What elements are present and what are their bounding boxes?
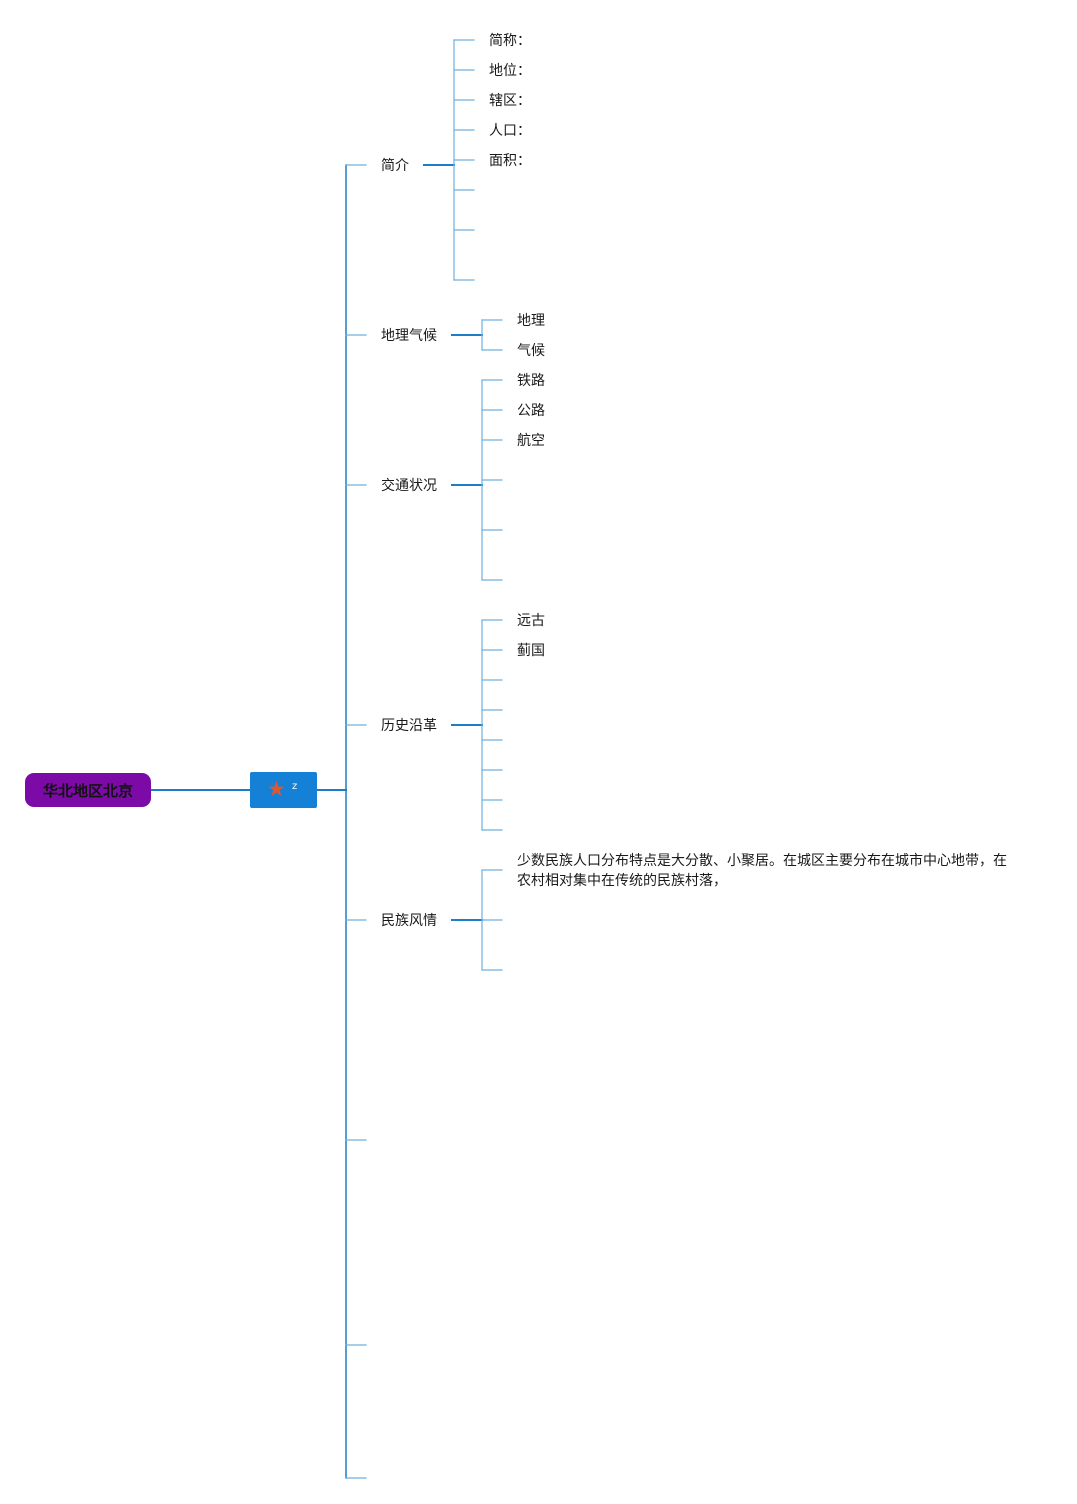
root-node[interactable]: 华北地区北京 <box>25 773 151 807</box>
star-icon: ★ <box>267 777 286 801</box>
ethnic-description[interactable]: 少数民族人口分布特点是大分散、小聚居。在城区主要分布在城市中心地带，在农村相对集… <box>517 853 1007 889</box>
traffic-item-aviation[interactable]: 航空 <box>517 433 545 449</box>
branch-intro[interactable]: 简介 <box>381 158 409 174</box>
geo-item-climate[interactable]: 气候 <box>517 343 545 359</box>
traffic-item-highway[interactable]: 公路 <box>517 403 545 419</box>
intro-item-area[interactable]: 面积： <box>489 153 531 169</box>
hub-node[interactable]: ★ z <box>250 772 317 808</box>
history-item-ji-state[interactable]: 蓟国 <box>517 643 545 659</box>
branch-ethnic[interactable]: 民族风情 <box>381 913 437 929</box>
intro-item-status[interactable]: 地位： <box>489 63 531 79</box>
root-node-label: 华北地区北京 <box>42 781 133 800</box>
branch-history[interactable]: 历史沿革 <box>381 718 437 734</box>
intro-item-population[interactable]: 人口： <box>489 123 531 139</box>
branch-traffic[interactable]: 交通状况 <box>381 478 437 494</box>
intro-item-abbr[interactable]: 简称： <box>489 33 531 49</box>
hub-superscript: z <box>292 781 298 792</box>
geo-item-geography[interactable]: 地理 <box>517 313 545 329</box>
intro-item-districts[interactable]: 辖区： <box>489 93 531 109</box>
traffic-item-railway[interactable]: 铁路 <box>517 373 545 389</box>
history-item-ancient[interactable]: 远古 <box>517 613 545 629</box>
branch-geo-climate[interactable]: 地理气候 <box>381 328 437 344</box>
